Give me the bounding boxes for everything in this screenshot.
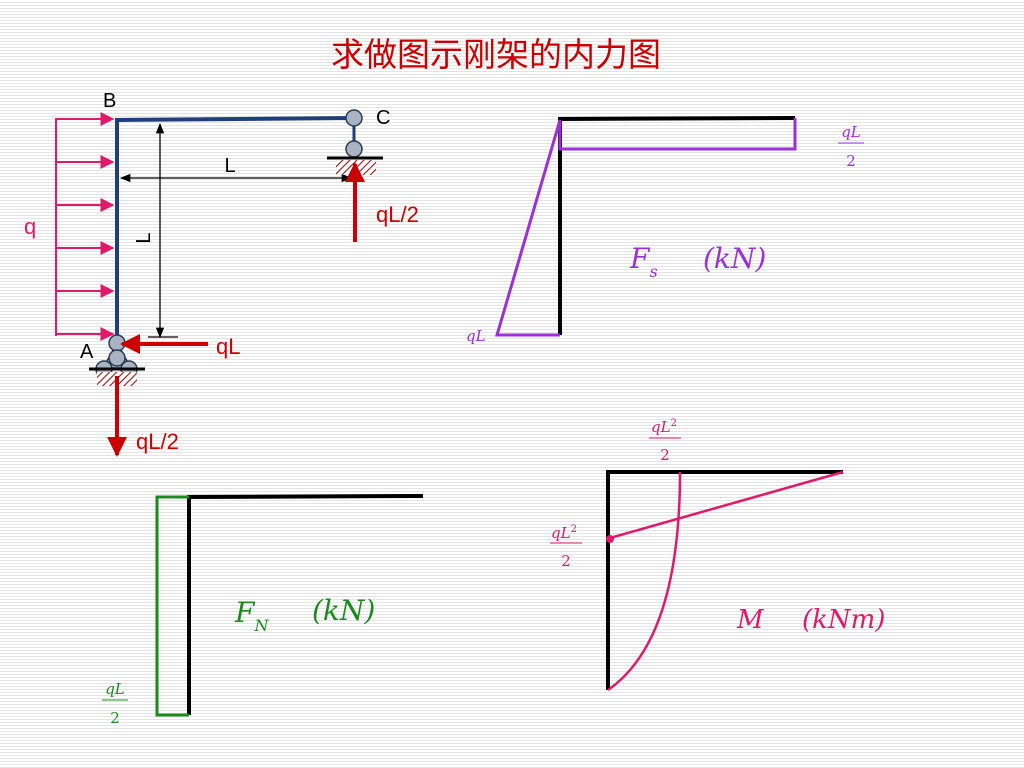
reaction-a-horizontal-label: qL [216,334,240,359]
shear-diagram: qL 2 qL Fs (kN) [466,116,864,345]
moment-point [606,535,614,543]
node-b-label: B [103,90,116,112]
shear-right-denominator: 2 [846,152,856,170]
shear-right-numerator: qL [841,123,861,141]
shear-left-label: qL [466,327,486,345]
axial-diagram: FN (kN) qL 2 [102,494,424,727]
reaction-a-vertical-label: qL/2 [136,429,179,454]
shear-unit: (kN) [703,242,766,275]
moment-unit: (kNm) [802,605,885,635]
moment-beam-line [609,470,844,540]
moment-column-curve [607,471,682,692]
shear-symbol: F [629,242,651,275]
node-a-label: A [80,341,94,363]
shear-subscript: s [649,262,657,281]
shear-beam-area [558,118,797,151]
page-title: 求做图示刚架的内力图 [331,35,661,74]
shear-column-area [494,119,562,337]
moment-diagram: qL2 2 qL2 2 M (kNm) [550,418,885,692]
distributed-load [55,112,115,341]
dimension-vertical-label: L [133,232,155,243]
node-c-label: C [376,107,390,129]
moment-symbol: M [736,605,765,635]
axial-title: FN [234,596,269,635]
axial-axis [187,494,424,715]
axial-symbol: F [234,596,256,629]
shear-axis [558,116,796,335]
moment-axis [606,470,843,690]
frame-structure: q L L B C A qL/2 [24,90,419,457]
moment-top-denominator: 2 [660,446,670,464]
frame-members [115,116,355,340]
axial-unit: (kN) [312,594,375,627]
axial-subscript: N [253,616,269,635]
pin-support-a [89,334,145,386]
axial-numerator: qL [105,680,125,698]
reaction-c-label: qL/2 [376,202,419,227]
axial-denominator: 2 [110,709,120,727]
load-q-label: q [24,214,36,239]
moment-left-numerator: qL2 [551,524,577,542]
shear-title: Fs [629,242,658,281]
moment-top-numerator: qL2 [651,418,677,436]
axial-area [155,495,189,717]
dimension-horizontal-label: L [224,155,235,177]
moment-left-denominator: 2 [561,552,571,570]
